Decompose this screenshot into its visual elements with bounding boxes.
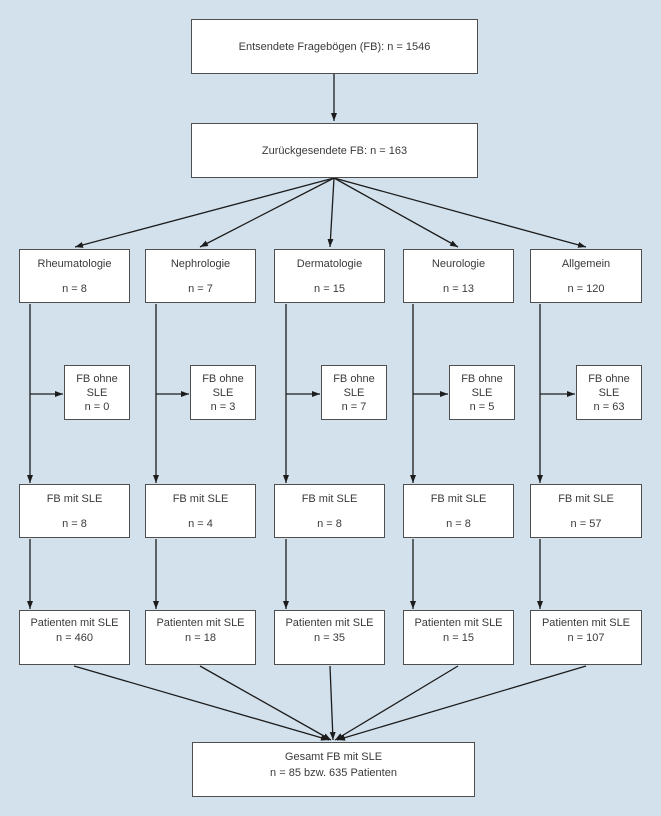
- box-specialty-rheumatologie: Rheumatologie n = 8: [19, 249, 130, 303]
- patienten-mit-sle-count: n = 18: [185, 632, 216, 644]
- box-fb-ohne-sle-neurologie: FB ohne SLE n = 5: [449, 365, 515, 420]
- fb-ohne-sle-label-line1: FB ohne: [588, 372, 630, 385]
- fb-mit-sle-label: FB mit SLE: [430, 492, 487, 505]
- fb-mit-sle-count: n = 8: [62, 517, 87, 530]
- gesamt-count: n = 85 bzw. 635 Patienten: [270, 767, 397, 779]
- specialty-count: n = 120: [567, 282, 605, 295]
- gesamt-label: Gesamt FB mit SLE: [284, 751, 383, 763]
- returned-questionnaires-label: Zurückgesendete FB: n = 163: [261, 144, 408, 157]
- box-specialty-allgemein: Allgemein n = 120: [530, 249, 642, 303]
- fb-ohne-sle-label-line1: FB ohne: [76, 372, 118, 385]
- specialty-name: Nephrologie: [170, 257, 231, 270]
- fb-ohne-sle-label-line2: SLE: [86, 386, 108, 399]
- specialty-count: n = 7: [188, 282, 213, 295]
- specialty-name: Dermatologie: [296, 257, 363, 270]
- box-fb-ohne-sle-nephrologie: FB ohne SLE n = 3: [190, 365, 256, 420]
- box-fb-mit-sle-rheumatologie: FB mit SLE n = 8: [19, 484, 130, 538]
- box-fb-ohne-sle-allgemein: FB ohne SLE n = 63: [576, 365, 642, 420]
- box-specialty-dermatologie: Dermatologie n = 15: [274, 249, 385, 303]
- patienten-mit-sle-label: Patienten mit SLE: [30, 617, 119, 629]
- box-fb-mit-sle-allgemein: FB mit SLE n = 57: [530, 484, 642, 538]
- fb-mit-sle-label: FB mit SLE: [172, 492, 229, 505]
- fb-mit-sle-count: n = 4: [188, 517, 213, 530]
- box-patienten-mit-sle-rheumatologie: Patienten mit SLE n = 460: [19, 610, 130, 665]
- patienten-mit-sle-label: Patienten mit SLE: [156, 617, 245, 629]
- box-fb-ohne-sle-dermatologie: FB ohne SLE n = 7: [321, 365, 387, 420]
- specialty-name: Rheumatologie: [37, 257, 112, 270]
- fb-ohne-sle-label-line2: SLE: [212, 386, 234, 399]
- fan-patients-to-total: [73, 665, 587, 741]
- fb-mit-sle-label: FB mit SLE: [558, 492, 614, 505]
- fb-ohne-sle-count: n = 63: [593, 400, 625, 413]
- column-1-connectors: [27, 304, 63, 609]
- box-patienten-mit-sle-allgemein: Patienten mit SLE n = 107: [530, 610, 642, 665]
- fb-ohne-sle-count: n = 5: [469, 400, 495, 413]
- box-fb-ohne-sle-rheumatologie: FB ohne SLE n = 0: [64, 365, 130, 420]
- box-returned-questionnaires: Zurückgesendete FB: n = 163: [191, 123, 478, 178]
- fb-ohne-sle-count: n = 3: [210, 400, 236, 413]
- patienten-mit-sle-count: n = 15: [443, 632, 474, 644]
- fb-mit-sle-count: n = 8: [317, 517, 342, 530]
- patienten-mit-sle-label: Patienten mit SLE: [541, 617, 631, 629]
- fb-mit-sle-count: n = 8: [446, 517, 471, 530]
- box-specialty-nephrologie: Nephrologie n = 7: [145, 249, 256, 303]
- patienten-mit-sle-count: n = 107: [567, 632, 605, 644]
- patienten-mit-sle-label: Patienten mit SLE: [285, 617, 374, 629]
- specialty-name: Neurologie: [431, 257, 486, 270]
- fb-ohne-sle-count: n = 7: [341, 400, 367, 413]
- fb-ohne-sle-count: n = 0: [84, 400, 110, 413]
- fb-ohne-sle-label-line2: SLE: [471, 386, 493, 399]
- column-5-connectors: [537, 304, 575, 609]
- fb-ohne-sle-label-line1: FB ohne: [202, 372, 244, 385]
- specialty-count: n = 8: [62, 282, 87, 295]
- box-fb-mit-sle-dermatologie: FB mit SLE n = 8: [274, 484, 385, 538]
- fb-ohne-sle-label-line2: SLE: [343, 386, 365, 399]
- specialty-count: n = 15: [314, 282, 345, 295]
- patienten-mit-sle-count: n = 35: [314, 632, 345, 644]
- fb-mit-sle-label: FB mit SLE: [301, 492, 358, 505]
- box-specialty-neurologie: Neurologie n = 13: [403, 249, 514, 303]
- patienten-mit-sle-count: n = 460: [55, 632, 93, 644]
- column-3-connectors: [283, 304, 320, 609]
- fb-ohne-sle-label-line2: SLE: [598, 386, 620, 399]
- box-sent-questionnaires: Entsendete Fragebögen (FB): n = 1546: [191, 19, 478, 74]
- box-patienten-mit-sle-dermatologie: Patienten mit SLE n = 35: [274, 610, 385, 665]
- fan-returned-to-specialties: [74, 177, 587, 248]
- box-gesamt-fb-mit-sle: Gesamt FB mit SLE n = 85 bzw. 635 Patien…: [192, 742, 475, 797]
- fb-ohne-sle-label-line1: FB ohne: [333, 372, 375, 385]
- box-fb-mit-sle-nephrologie: FB mit SLE n = 4: [145, 484, 256, 538]
- patienten-mit-sle-label: Patienten mit SLE: [414, 617, 503, 629]
- fb-mit-sle-label: FB mit SLE: [46, 492, 103, 505]
- column-2-connectors: [153, 304, 189, 609]
- sent-questionnaires-label: Entsendete Fragebögen (FB): n = 1546: [238, 40, 431, 53]
- fb-ohne-sle-label-line1: FB ohne: [461, 372, 503, 385]
- box-patienten-mit-sle-neurologie: Patienten mit SLE n = 15: [403, 610, 514, 665]
- box-patienten-mit-sle-nephrologie: Patienten mit SLE n = 18: [145, 610, 256, 665]
- specialty-name: Allgemein: [561, 257, 611, 270]
- column-4-connectors: [410, 304, 448, 609]
- specialty-count: n = 13: [443, 282, 474, 295]
- fb-mit-sle-count: n = 57: [570, 517, 602, 530]
- box-fb-mit-sle-neurologie: FB mit SLE n = 8: [403, 484, 514, 538]
